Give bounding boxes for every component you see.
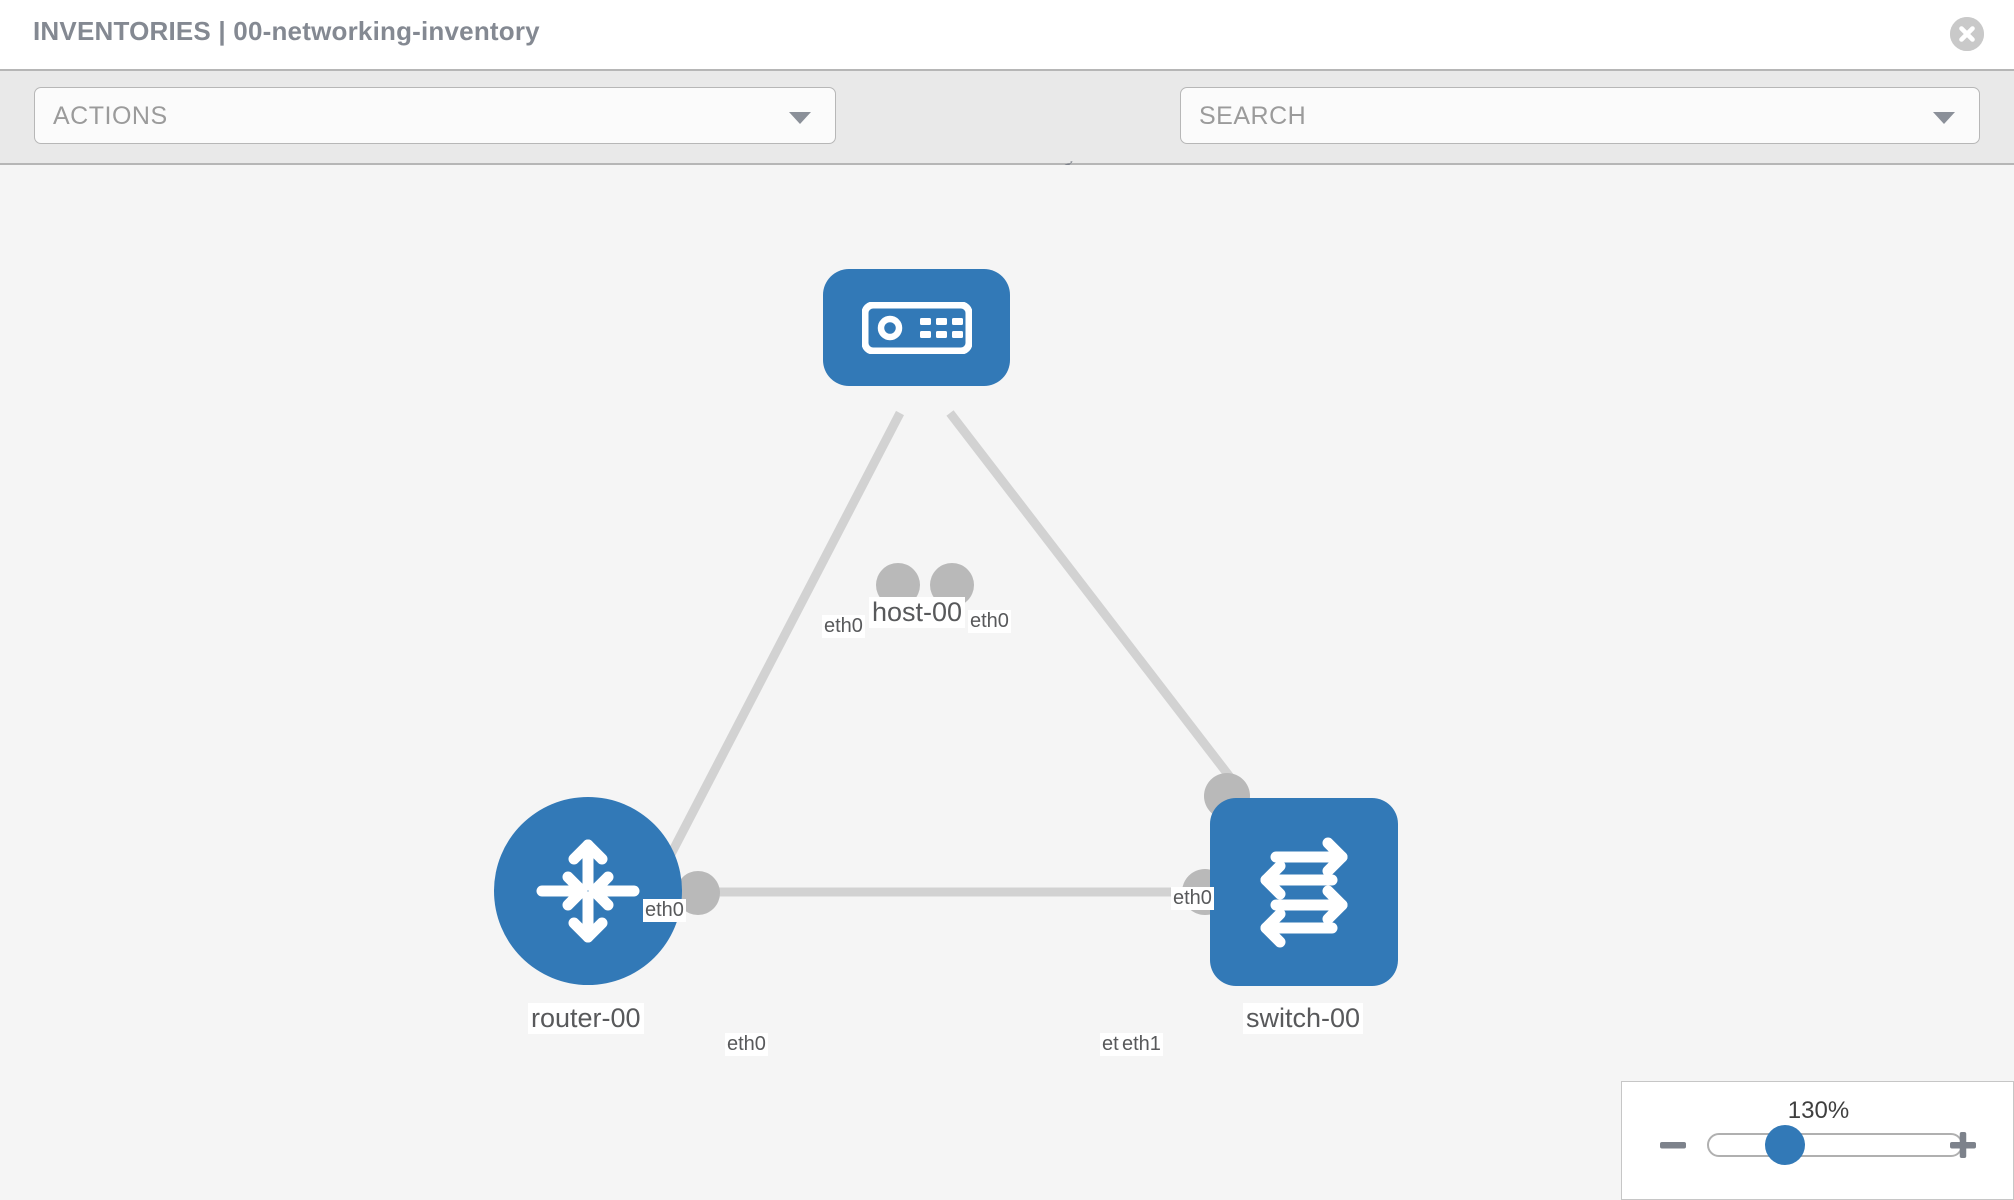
interface-label-switch-up: eth0 — [1171, 887, 1214, 910]
actions-dropdown[interactable]: ACTIONS — [34, 87, 836, 144]
page-header: INVENTORIES | 00-networking-inventory — [0, 0, 2014, 69]
node-label-switch-00: switch-00 — [1243, 1003, 1364, 1034]
zoom-control: 130% — [1621, 1081, 2014, 1200]
zoom-percent-label: 130% — [1787, 1097, 1850, 1124]
node-label-router-00: router-00 — [528, 1003, 644, 1034]
server-icon — [861, 301, 972, 354]
interface-label-host-right: eth0 — [968, 610, 1011, 633]
node-switch-00[interactable] — [1210, 798, 1398, 986]
search-input[interactable]: SEARCH — [1180, 87, 1980, 144]
chevron-down-icon — [1933, 112, 1955, 124]
interface-label-router-right: eth0 — [725, 1033, 768, 1056]
interface-label-router-up: eth0 — [643, 899, 686, 922]
topology-links — [651, 410, 1244, 897]
interface-label-switch-left: eth1 — [1120, 1033, 1163, 1056]
switch-arrows-icon — [1260, 837, 1348, 948]
node-label-host-00: host-00 — [869, 597, 966, 628]
router-four-arrows-icon — [536, 839, 640, 943]
actions-dropdown-label: ACTIONS — [53, 102, 168, 130]
toolbar: ACTIONS SEARCH — [0, 69, 2014, 198]
node-host-00[interactable] — [823, 269, 1010, 386]
chevron-down-icon — [789, 112, 811, 124]
zoom-slider-thumb[interactable] — [1765, 1125, 1805, 1165]
minus-icon[interactable] — [1658, 1130, 1688, 1160]
plus-icon[interactable] — [1948, 1130, 1978, 1160]
close-icon[interactable] — [1950, 17, 1984, 51]
topology-canvas[interactable]: host-00 eth0 eth0 — [0, 165, 2014, 1200]
page-title: INVENTORIES | 00-networking-inventory — [33, 16, 540, 46]
search-placeholder: SEARCH — [1199, 102, 1307, 130]
interface-label-host-left: eth0 — [822, 615, 865, 638]
zoom-slider-track[interactable] — [1707, 1133, 1963, 1157]
node-router-00[interactable] — [494, 797, 682, 985]
